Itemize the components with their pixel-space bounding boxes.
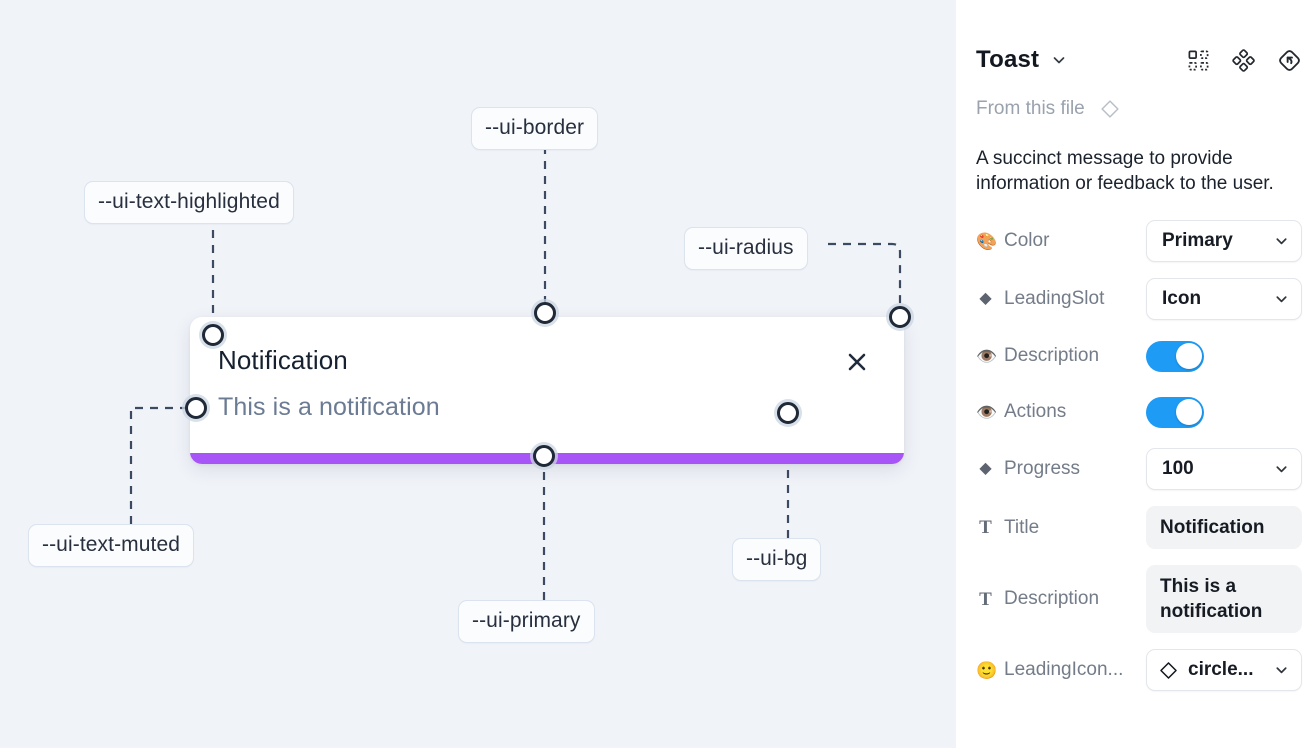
diamond-filled-icon: ◆ [979, 290, 992, 307]
text-t-icon: T [979, 588, 992, 610]
toast-preview-card[interactable]: Notification This is a notification [190, 317, 904, 464]
palette-emoji-icon: 🎨 [976, 231, 998, 251]
color-select-value: Primary [1162, 230, 1233, 251]
property-label-actions: 👁️ Actions [976, 401, 1146, 423]
smiley-emoji-icon: 🙂 [976, 660, 998, 680]
from-this-file-label: From this file [976, 98, 1085, 119]
eye-emoji-icon: 👁️ [976, 346, 998, 366]
toast-description: This is a notification [218, 393, 440, 421]
handle-border[interactable] [534, 302, 556, 324]
toast-title: Notification [218, 345, 348, 375]
property-label-text: LeadingSlot [1004, 288, 1105, 309]
token-pill-ui-radius[interactable]: --ui-radius [684, 227, 808, 270]
progress-select[interactable]: 100 [1146, 448, 1302, 490]
property-label-description: 👁️ Description [976, 345, 1146, 367]
property-label-description-text: T Description [976, 588, 1146, 610]
chevron-down-icon [1274, 663, 1289, 678]
property-label-text: Progress [1004, 458, 1081, 479]
token-pill-ui-primary[interactable]: --ui-primary [458, 600, 595, 643]
leadingslot-select-value: Icon [1162, 288, 1202, 309]
property-row-color: 🎨 Color Primary [976, 220, 1302, 262]
property-label-text: Actions [1004, 401, 1067, 422]
handle-text-highlighted[interactable] [202, 324, 224, 346]
handle-radius[interactable] [889, 306, 911, 328]
toggle-knob [1175, 399, 1202, 425]
diamond-outline-icon [1158, 660, 1179, 681]
component-grid-icon[interactable] [1187, 49, 1210, 72]
token-pill-ui-text-highlighted[interactable]: --ui-text-highlighted [84, 181, 294, 224]
property-label-text: Title [1004, 516, 1040, 538]
panel-header-icons [1187, 48, 1302, 73]
diamond-outline-icon [1099, 98, 1121, 120]
property-label-leadingicon: 🙂 LeadingIcon... [976, 659, 1146, 681]
leadingicon-select-value: circle... [1188, 659, 1254, 680]
description-toggle[interactable] [1146, 340, 1204, 372]
handle-bg[interactable] [777, 402, 799, 424]
panel-header: Toast [976, 32, 1302, 88]
property-row-progress: ◆ Progress 100 [976, 448, 1302, 490]
token-pill-ui-border[interactable]: --ui-border [471, 107, 599, 150]
description-input-value: This is a notification [1160, 576, 1263, 622]
handle-text-muted[interactable] [185, 397, 207, 419]
actions-toggle[interactable] [1146, 396, 1204, 428]
property-list: 🎨 Color Primary ◆ LeadingSlot [976, 220, 1302, 691]
reset-instance-icon[interactable] [1277, 48, 1302, 73]
variants-diamond-icon[interactable] [1232, 48, 1255, 72]
property-label-text: LeadingIcon... [1004, 659, 1124, 680]
component-description: A succinct message to provide informatio… [976, 148, 1274, 194]
toggle-knob [1175, 343, 1202, 369]
description-input[interactable]: This is a notification [1146, 565, 1302, 633]
title-input[interactable]: Notification [1146, 506, 1302, 549]
property-label-title: T Title [976, 517, 1146, 539]
eye-emoji-icon: 👁️ [976, 402, 998, 422]
connector-lines [129, 146, 902, 600]
property-row-description-text: T Description This is a notification [976, 565, 1302, 633]
property-label-text: Description [1004, 588, 1100, 609]
properties-panel: Toast [956, 0, 1312, 748]
property-label-color: 🎨 Color [976, 230, 1146, 252]
chevron-down-icon [1274, 462, 1289, 477]
progress-select-value: 100 [1162, 458, 1194, 479]
property-row-title: T Title Notification [976, 506, 1302, 549]
leadingicon-select[interactable]: circle... [1146, 649, 1302, 691]
token-pill-ui-bg[interactable]: --ui-bg [732, 538, 822, 581]
property-row-actions-toggle: 👁️ Actions [976, 392, 1302, 432]
color-select[interactable]: Primary [1146, 220, 1302, 262]
property-row-description-toggle: 👁️ Description [976, 336, 1302, 376]
leadingslot-select[interactable]: Icon [1146, 278, 1302, 320]
panel-title: Toast [976, 46, 1040, 73]
chevron-down-icon [1274, 292, 1289, 307]
handle-primary[interactable] [533, 445, 555, 467]
from-this-file-row: From this file [976, 94, 1302, 124]
property-label-progress: ◆ Progress [976, 458, 1146, 480]
property-row-leadingicon: 🙂 LeadingIcon... circle... [976, 649, 1302, 691]
chevron-down-icon [1274, 234, 1289, 249]
text-t-icon: T [979, 517, 992, 538]
property-label-text: Color [1004, 230, 1050, 251]
property-label-text: Description [1004, 345, 1100, 366]
title-input-value: Notification [1160, 517, 1265, 538]
property-label-leadingslot: ◆ LeadingSlot [976, 288, 1146, 310]
token-pill-ui-text-muted[interactable]: --ui-text-muted [28, 524, 195, 567]
chevron-down-icon[interactable] [1051, 52, 1067, 68]
close-x-icon[interactable] [842, 347, 872, 377]
design-canvas[interactable]: Notification This is a notification --ui… [0, 0, 956, 748]
property-row-leadingslot: ◆ LeadingSlot Icon [976, 278, 1302, 320]
diamond-filled-icon: ◆ [979, 460, 992, 477]
